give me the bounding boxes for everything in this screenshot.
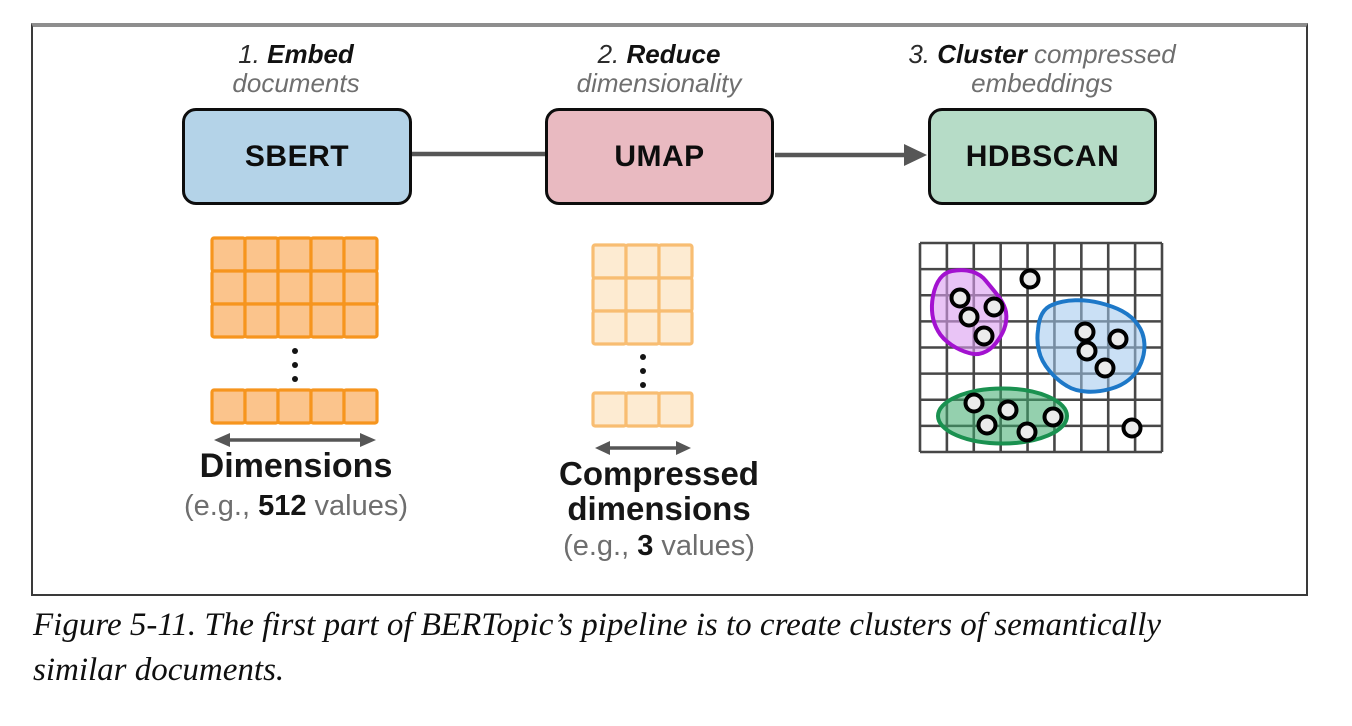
- embed-vector-row: [210, 388, 379, 425]
- caption-line2: similar documents.: [33, 652, 285, 688]
- compressed-matrix: [591, 243, 694, 346]
- compressed-sub-suffix: values): [653, 530, 755, 562]
- step3-header: 3. Cluster compressed embeddings: [892, 40, 1192, 98]
- step3-keyword: Cluster: [937, 39, 1027, 69]
- step2-header-line2: dimensionality: [576, 68, 742, 98]
- step1-keyword: Embed: [267, 39, 354, 69]
- step3-header-line1: 3. Cluster compressed: [892, 40, 1192, 69]
- step1-number: 1.: [238, 39, 268, 69]
- step2-header: 2. Reduce dimensionality: [509, 40, 809, 98]
- step2-keyword: Reduce: [626, 39, 721, 69]
- compressed-sub-value: 3: [637, 530, 654, 562]
- dimensions-arrow-icon: [214, 433, 376, 447]
- dimensions-sub-prefix: (e.g.,: [183, 490, 259, 522]
- vertical-ellipsis-icon: [640, 350, 646, 392]
- compressed-label-line2: dimensions: [567, 490, 751, 527]
- cluster-plot: [918, 241, 1164, 454]
- compressed-label-line1: Compressed: [559, 455, 759, 492]
- caption-line1: Figure 5-11. The first part of BERTopic’…: [33, 607, 1162, 643]
- dimensions-sub-suffix: values): [306, 490, 409, 522]
- dimensions-sublabel: (e.g., 512 values): [146, 490, 446, 523]
- umap-box: UMAP: [545, 108, 774, 205]
- dimensions-sub-value: 512: [258, 490, 307, 522]
- embed-matrix: [210, 236, 379, 339]
- step2-number: 2.: [597, 39, 627, 69]
- figure-caption: Figure 5-11. The first part of BERTopic’…: [33, 603, 1273, 693]
- step3-header-line2: embeddings: [971, 68, 1113, 98]
- compressed-sub-prefix: (e.g.,: [563, 530, 638, 562]
- umap-box-label: UMAP: [614, 139, 705, 173]
- arrow-right-icon: [775, 144, 927, 166]
- vertical-ellipsis-icon: [292, 344, 298, 386]
- hdbscan-box: HDBSCAN: [928, 108, 1157, 205]
- compressed-dimensions-label: Compressed dimensions: [509, 456, 809, 526]
- connector-line-icon: [412, 151, 545, 157]
- step1-header-line2: documents: [232, 68, 360, 98]
- dimensions-label: Dimensions: [199, 447, 393, 485]
- compressed-dimensions-sublabel: (e.g., 3 values): [509, 530, 809, 563]
- dimensions-arrow-icon: [595, 441, 691, 455]
- step3-tail: compressed: [1026, 39, 1176, 69]
- step1-header: 1. Embed documents: [146, 40, 446, 98]
- sbert-box: SBERT: [182, 108, 412, 205]
- step2-header-line1: 2. Reduce: [509, 40, 809, 69]
- step3-number: 3.: [908, 39, 938, 69]
- sbert-box-label: SBERT: [244, 139, 350, 173]
- step1-header-line1: 1. Embed: [146, 40, 446, 69]
- compressed-vector-row: [591, 391, 694, 428]
- hdbscan-box-label: HDBSCAN: [965, 139, 1120, 173]
